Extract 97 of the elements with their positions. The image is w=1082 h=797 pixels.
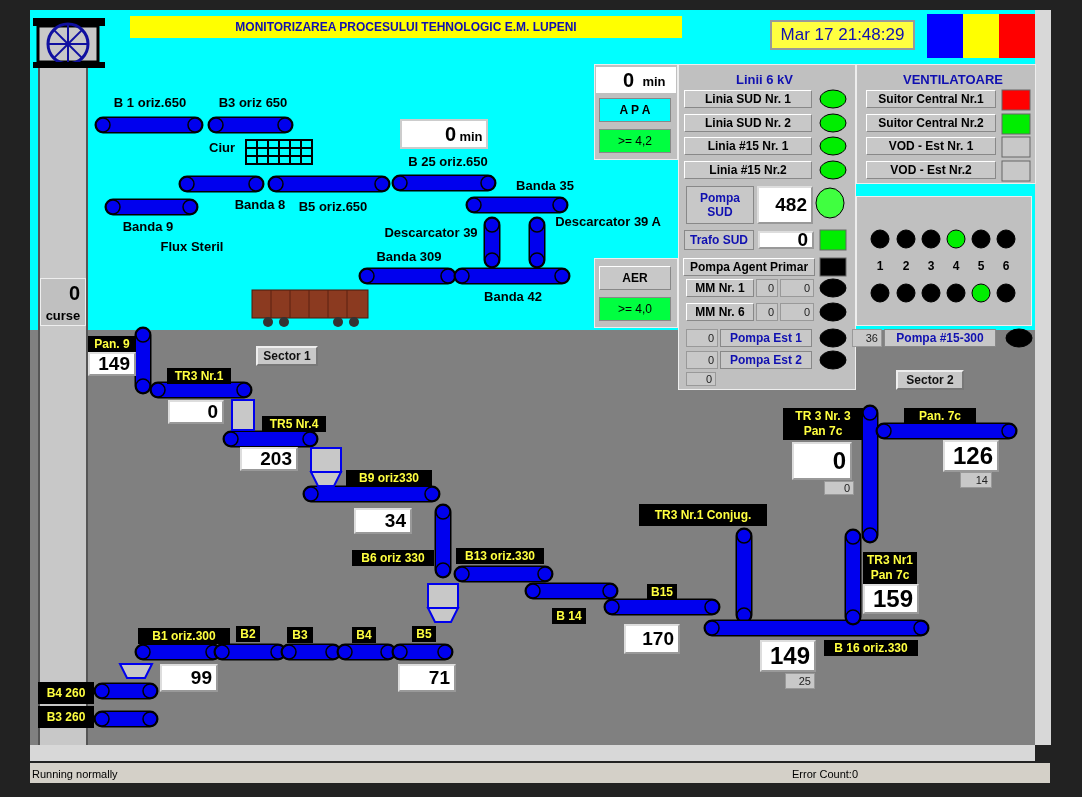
unit-label: min bbox=[641, 72, 667, 90]
pressure-indicator: >= 4,0 bbox=[599, 297, 671, 321]
sector-label: Sector 2 bbox=[896, 370, 964, 390]
value-display: 0 bbox=[792, 442, 852, 480]
value-display: 0 bbox=[168, 400, 224, 424]
tag-label: TR 3 Nr. 3 Pan 7c bbox=[783, 408, 863, 440]
tag-label: B15 bbox=[647, 584, 677, 600]
indicator-label: A P A bbox=[599, 98, 671, 122]
tag-label: TR5 Nr.4 bbox=[262, 416, 326, 432]
indicator-label: Linia SUD Nr. 2 bbox=[684, 114, 812, 132]
indicator-label: Pompa Agent Primar bbox=[683, 258, 815, 276]
tag-label: TR3 Nr1 Pan 7c bbox=[863, 552, 917, 584]
pump-label: Pompa SUD bbox=[686, 186, 754, 224]
tag-label: B4 bbox=[352, 627, 376, 643]
clock-display: Mar 17 21:48:29 bbox=[770, 20, 915, 50]
status-text: Running normally bbox=[32, 767, 119, 781]
small-value-display: 36 bbox=[852, 329, 882, 347]
value-display: 34 bbox=[354, 508, 412, 534]
pump-label: Pompa #15-300 bbox=[884, 329, 996, 347]
tag-label: TR3 Nr.1 bbox=[167, 368, 231, 384]
small-value-display: 0 bbox=[686, 329, 718, 347]
sector-label: Sector 1 bbox=[256, 346, 318, 366]
title-banner: MONITORIZAREA PROCESULUI TEHNOLOGIC E.M. LUPENI bbox=[130, 16, 682, 38]
tag-label: B 14 bbox=[552, 608, 586, 624]
value-display: 149 bbox=[760, 640, 816, 672]
value-display: 71 bbox=[398, 664, 456, 692]
value-display: 126 bbox=[943, 440, 999, 472]
compressor-number: 5 bbox=[976, 258, 986, 274]
tag-label: B5 bbox=[412, 626, 436, 642]
tag-label: Pan. 7c bbox=[904, 408, 976, 424]
small-value-display: 0 bbox=[780, 303, 814, 321]
tag-label: B3 260 bbox=[38, 706, 94, 728]
pump-label: Trafo SUD bbox=[684, 230, 754, 250]
small-value-display: 14 bbox=[960, 472, 992, 488]
belt-label: B 25 oriz.650 bbox=[407, 153, 489, 169]
indicator-label: Suitor Central Nr.2 bbox=[866, 114, 996, 132]
value-display: 0 bbox=[67, 281, 80, 305]
belt-label: Banda 8 bbox=[233, 196, 287, 212]
tag-label: B4 260 bbox=[38, 682, 94, 704]
status-text: Error Count:0 bbox=[792, 767, 860, 781]
indicator-label: Linia SUD Nr. 1 bbox=[684, 90, 812, 108]
indicator-label: MM Nr. 6 bbox=[686, 303, 754, 321]
small-value-display: 0 bbox=[686, 372, 716, 386]
belt-label: Banda 9 bbox=[121, 218, 175, 234]
tag-label: Pan. 9 bbox=[88, 336, 136, 352]
indicator-label: VOD - Est Nr.2 bbox=[866, 161, 996, 179]
small-value-display: 0 bbox=[756, 303, 778, 321]
belt-label: Flux Steril bbox=[159, 238, 225, 254]
indicator-label: Linia #15 Nr.2 bbox=[684, 161, 812, 179]
pump-label: Pompa Est 2 bbox=[720, 351, 812, 369]
belt-label: Banda 309 bbox=[375, 248, 443, 264]
tag-label: B6 oriz 330 bbox=[352, 550, 434, 566]
tag-label: B13 oriz.330 bbox=[456, 548, 544, 564]
belt-label: Descarcator 39 bbox=[383, 224, 479, 240]
indicator-label: VOD - Est Nr. 1 bbox=[866, 137, 996, 155]
tag-label: B 16 oriz.330 bbox=[824, 640, 918, 656]
pump-label: Pompa Est 1 bbox=[720, 329, 812, 347]
value-display: 0 bbox=[758, 231, 814, 249]
tag-label: B1 oriz.300 bbox=[138, 628, 230, 644]
value-display: 0 bbox=[621, 69, 634, 91]
value-display: 482 bbox=[757, 186, 813, 224]
panel-heading: VENTILATOARE bbox=[902, 70, 1004, 88]
indicator-label: Suitor Central Nr.1 bbox=[866, 90, 996, 108]
tag-label: TR3 Nr.1 Conjug. bbox=[639, 504, 767, 526]
belt-label: Descarcator 39 A bbox=[554, 213, 662, 229]
small-value-display: 0 bbox=[824, 481, 854, 495]
small-value-display: 0 bbox=[780, 279, 814, 297]
small-value-display: 25 bbox=[785, 673, 815, 689]
value-display: 0 bbox=[443, 122, 456, 146]
compressor-number: 1 bbox=[875, 258, 885, 274]
value-display: 170 bbox=[624, 624, 680, 654]
compressor-number: 4 bbox=[951, 258, 961, 274]
compressor-number: 2 bbox=[901, 258, 911, 274]
small-value-display: 0 bbox=[686, 351, 718, 369]
value-display: 99 bbox=[160, 664, 218, 692]
unit-label: min bbox=[458, 127, 484, 145]
value-display: 149 bbox=[88, 352, 136, 376]
unit-label: curse bbox=[44, 307, 82, 323]
pressure-indicator: >= 4,2 bbox=[599, 129, 671, 153]
tag-label: B2 bbox=[236, 626, 260, 642]
belt-label: Banda 42 bbox=[483, 288, 543, 304]
value-display: 159 bbox=[863, 584, 919, 614]
indicator-label: Linia #15 Nr. 1 bbox=[684, 137, 812, 155]
belt-label: Banda 35 bbox=[515, 177, 575, 193]
small-value-display: 0 bbox=[756, 279, 778, 297]
belt-label: B 1 oriz.650 bbox=[112, 94, 188, 110]
belt-label: B3 oriz 650 bbox=[217, 94, 289, 110]
indicator-label: MM Nr. 1 bbox=[686, 279, 754, 297]
value-display: 203 bbox=[240, 447, 298, 471]
tag-label: B3 bbox=[287, 627, 313, 643]
indicator-label: AER bbox=[599, 266, 671, 290]
compressor-number: 6 bbox=[1001, 258, 1011, 274]
panel-heading: Linii 6 kV bbox=[734, 70, 795, 88]
compressor-number: 3 bbox=[926, 258, 936, 274]
belt-label: Ciur bbox=[208, 139, 236, 155]
belt-label: B5 oriz.650 bbox=[297, 198, 369, 214]
tag-label: B9 oriz330 bbox=[346, 470, 432, 486]
